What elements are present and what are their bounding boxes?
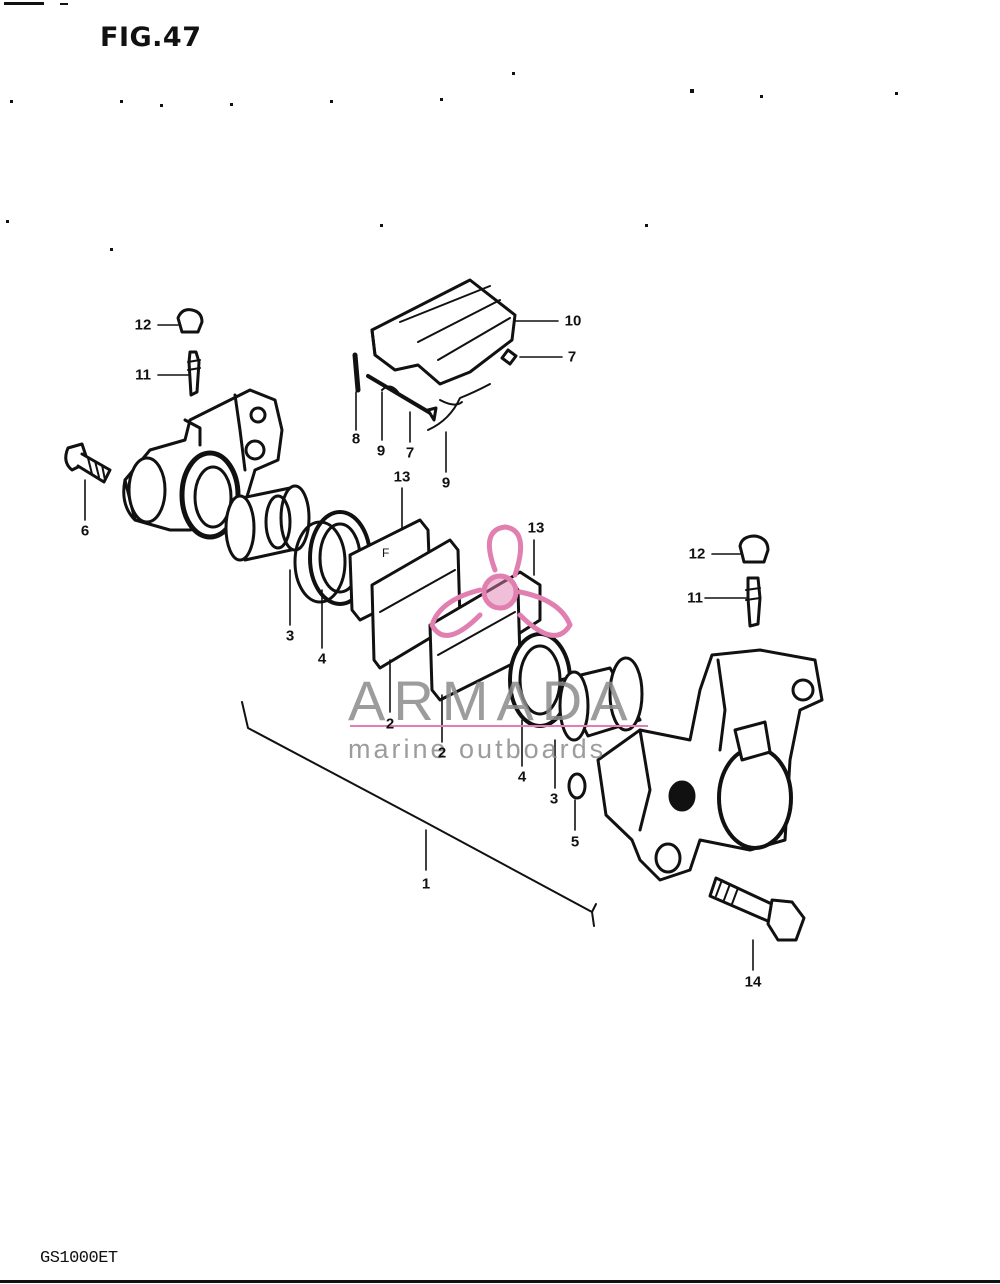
callout-4-left: 4 [317,650,327,668]
pin-clips-9 [381,383,491,431]
callout-11-right: 11 [687,589,703,607]
callout-9-left: 9 [376,442,386,460]
callout-14: 14 [744,973,762,991]
o-ring-5 [567,772,587,800]
callout-2-right: 2 [437,744,447,762]
callout-10: 10 [564,312,582,330]
callout-1: 1 [421,875,431,893]
model-code: GS1000ET [40,1249,118,1268]
page-border-bottom [0,1280,1000,1283]
piston-3-left [224,484,311,562]
svg-text:F: F [382,546,389,560]
callout-5: 5 [570,833,580,851]
callout-2-left: 2 [385,715,395,733]
callout-13-left: 13 [393,468,411,486]
callout-13-right: 13 [527,519,545,537]
pad-cover-10 [370,278,517,386]
bleeder-cap-12-right [738,534,770,564]
callout-12-left: 12 [134,316,152,334]
scan-speckles [4,2,898,251]
callout-7-right: 7 [567,348,577,366]
piston-3-right [558,656,644,742]
assembly-bracket-1 [241,701,597,927]
bolt-6 [64,442,112,484]
callout-3-right: 3 [549,790,559,808]
callout-12-right: 12 [688,545,706,563]
bolt-14 [708,876,806,942]
watermark-brand: ARMADA [348,669,636,732]
watermark-logo-icon [429,524,573,638]
leader-lines [84,320,754,971]
bleeder-valve-11-left [187,350,201,397]
callout-3-left: 3 [285,627,295,645]
callout-6: 6 [80,522,90,540]
right-caliper-housing [596,648,824,882]
callout-11-left: 11 [135,366,151,384]
callout-9-right: 9 [441,474,451,492]
watermark-tagline: marine outboards [348,734,607,764]
callout-7-left: 7 [405,444,415,462]
callout-8: 8 [351,430,361,448]
figure-title: FIG.47 [100,22,202,53]
callout-4-right: 4 [517,768,527,786]
pin-8 [352,352,361,393]
bleeder-cap-12-left [176,308,204,334]
bleeder-valve-11-right [745,576,762,628]
pad-pin-7 [366,348,518,422]
